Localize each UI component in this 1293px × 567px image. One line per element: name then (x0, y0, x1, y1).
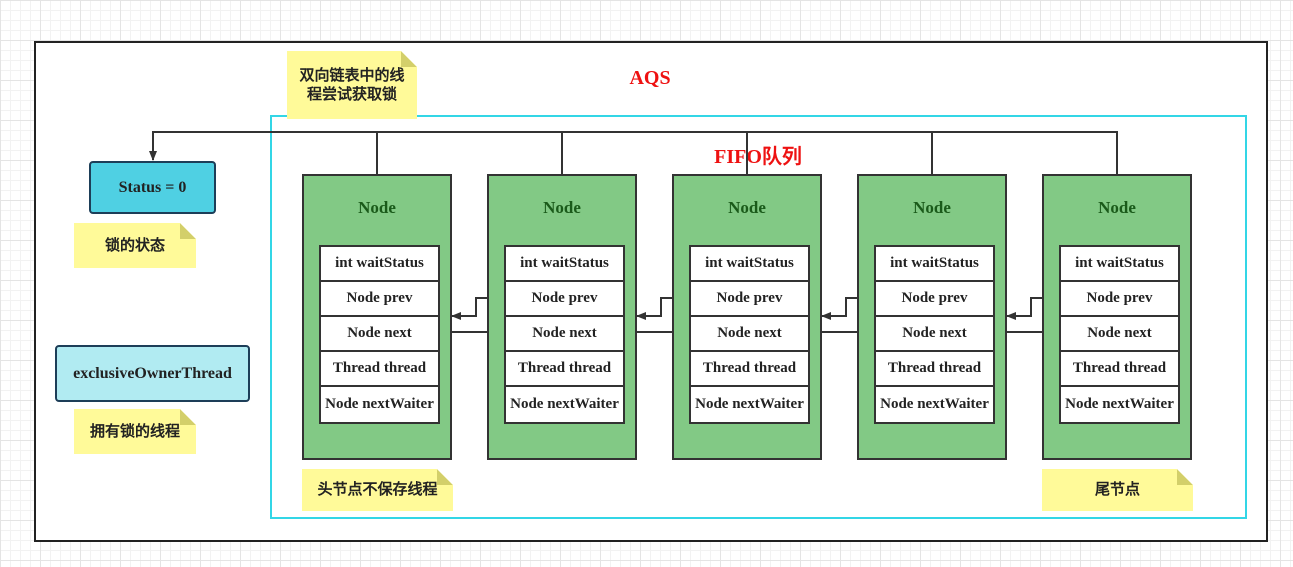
node-field: Node next (321, 317, 438, 352)
fifo-queue-frame (270, 115, 1247, 519)
node-field: Node nextWaiter (510, 395, 619, 412)
node-field: int waitStatus (1061, 247, 1178, 282)
acquire-note-line2: 程尝试获取锁 (306, 85, 397, 103)
note-fold-cut-icon (180, 409, 196, 425)
node-field: Node next (506, 317, 623, 352)
status-note-text: 锁的状态 (104, 235, 165, 254)
node-field: Thread thread (1061, 352, 1178, 387)
node-field: Node nextWaiter (325, 395, 434, 412)
node-title: Node (358, 198, 396, 217)
node-field: Node prev (876, 282, 993, 317)
node-title: Node (1098, 198, 1136, 217)
node-field: Node nextWaiter (880, 395, 989, 412)
node-field: Thread thread (691, 352, 808, 387)
head-note: 头节点不保存线程 (302, 469, 453, 511)
acquire-note-line1: 双向链表中的线 (299, 65, 405, 84)
node-field: Node prev (321, 282, 438, 317)
bus-to-status-arrow (149, 131, 377, 161)
node-field: Node next (1061, 317, 1178, 352)
node-field: Node next (691, 317, 808, 352)
fifo-title: FIFO队列 (714, 146, 802, 168)
node-field: Node prev (1061, 282, 1178, 317)
note-fold-cut-icon (437, 469, 453, 485)
owner-note: 拥有锁的线程 (74, 409, 196, 454)
node-field: Thread thread (506, 352, 623, 387)
exclusive-owner-thread-box: exclusiveOwnerThread (55, 345, 250, 402)
node-field: Thread thread (321, 352, 438, 387)
node-field: Node next (876, 317, 993, 352)
node-title: Node (543, 198, 581, 217)
node-field: Node prev (506, 282, 623, 317)
note-fold-cut-icon (401, 51, 417, 67)
status-box: Status = 0 (89, 161, 216, 214)
node-field: Node nextWaiter (695, 395, 804, 412)
node-field: Thread thread (876, 352, 993, 387)
node-field: Node nextWaiter (1065, 395, 1174, 412)
tail-note-text: 尾节点 (1094, 480, 1140, 499)
status-note: 锁的状态 (74, 223, 196, 268)
node-field: Node prev (691, 282, 808, 317)
node-field: int waitStatus (691, 247, 808, 282)
owner-note-text: 拥有锁的线程 (89, 421, 180, 440)
aqs-title: AQS (629, 67, 671, 89)
node-title: Node (728, 198, 766, 217)
head-note-text: 头节点不保存线程 (317, 480, 438, 499)
node-field: int waitStatus (876, 247, 993, 282)
note-fold-cut-icon (1177, 469, 1193, 485)
node-field: int waitStatus (321, 247, 438, 282)
tail-note: 尾节点 (1042, 469, 1193, 511)
note-fold-cut-icon (180, 223, 196, 239)
node-field: int waitStatus (506, 247, 623, 282)
acquire-note: 双向链表中的线 程尝试获取锁 (287, 51, 417, 119)
node-title: Node (913, 198, 951, 217)
